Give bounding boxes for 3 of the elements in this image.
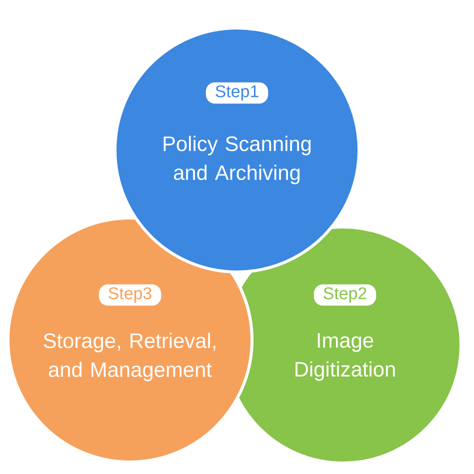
step-label: Image Digitization — [296, 333, 395, 381]
step-label: Storage, Retrieval, and Management — [44, 332, 216, 382]
step-label: Policy Scanning and Archiving — [164, 136, 311, 184]
